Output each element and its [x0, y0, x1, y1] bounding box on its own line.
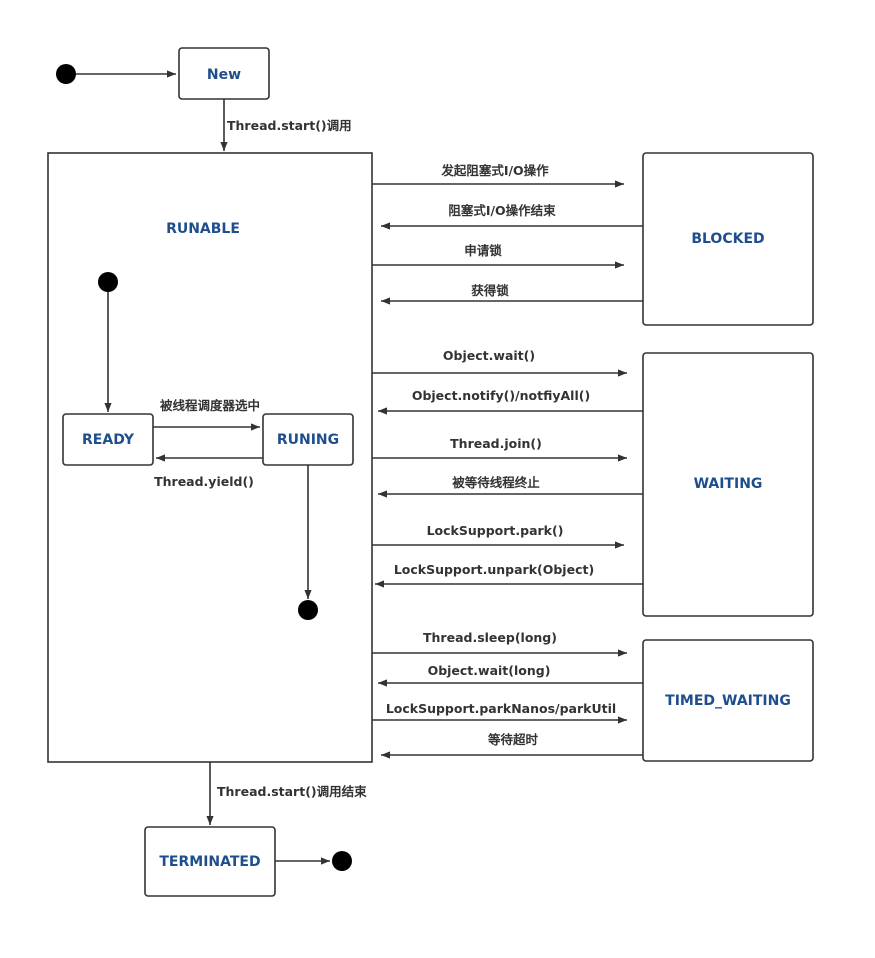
- edge-label-lock-park-nanos: LockSupport.parkNanos/parkUtil: [386, 701, 616, 716]
- state-blocked: [642, 152, 814, 326]
- state-terminated-label: TERMINATED: [159, 854, 260, 870]
- state-ready-label: READY: [82, 432, 135, 448]
- edge-label-blocking-io: 发起阻塞式I/O操作: [440, 163, 549, 178]
- edge-label-lock-unpark: LockSupport.unpark(Object): [394, 562, 594, 577]
- final-node: [332, 851, 352, 871]
- inner-initial-node: [98, 272, 118, 292]
- state-timed-waiting: [642, 639, 814, 762]
- edge-label-yield: Thread.yield(): [154, 474, 254, 489]
- edge-label-acquire-lock: 获得锁: [471, 283, 509, 298]
- edge-label-waited-thread-end: 被等待线程终止: [452, 475, 540, 490]
- state-waiting: [642, 352, 814, 617]
- edge-label-lock-park: LockSupport.park(): [427, 523, 564, 538]
- state-blocked-label: BLOCKED: [691, 231, 764, 247]
- state-runable-label: RUNABLE: [166, 221, 240, 237]
- edge-label-thread-sleep: Thread.sleep(long): [423, 630, 557, 645]
- state-ready: [62, 413, 154, 466]
- state-runing-label: RUNING: [277, 432, 339, 448]
- edge-label-request-lock: 申请锁: [464, 243, 502, 258]
- state-new-label: New: [207, 67, 241, 83]
- edge-label-start: Thread.start()调用: [227, 118, 352, 133]
- edge-label-object-wait-long: Object.wait(long): [428, 663, 551, 678]
- edge-label-thread-join: Thread.join(): [450, 436, 542, 451]
- edge-label-timeout: 等待超时: [487, 732, 539, 747]
- state-timed-waiting-label: TIMED_WAITING: [665, 693, 791, 709]
- edge-label-object-notify: Object.notify()/notfiyAll(): [412, 388, 590, 403]
- inner-final-node: [298, 600, 318, 620]
- edge-label-blocking-io-end: 阻塞式I/O操作结束: [448, 203, 556, 218]
- initial-node: [56, 64, 76, 84]
- edge-label-selected: 被线程调度器选中: [160, 398, 260, 413]
- edge-label-object-wait: Object.wait(): [443, 348, 535, 363]
- state-waiting-label: WAITING: [694, 476, 763, 492]
- edge-label-start-end: Thread.start()调用结束: [217, 784, 367, 799]
